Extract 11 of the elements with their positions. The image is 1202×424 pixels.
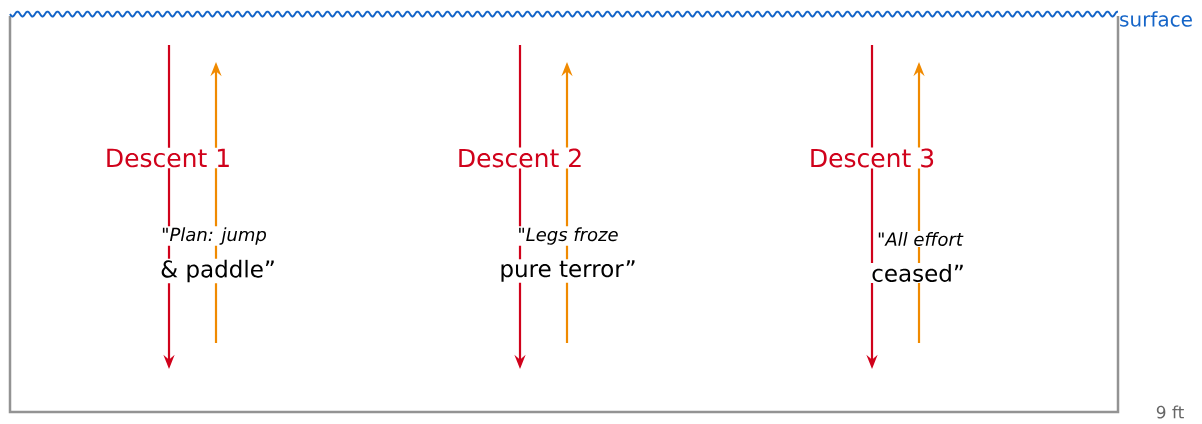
quote-text: & paddle” bbox=[159, 258, 277, 284]
depth-label: 9 ft bbox=[1156, 405, 1184, 419]
quote-text: "Legs froze bbox=[516, 226, 620, 246]
surface-label: surface bbox=[1120, 11, 1192, 27]
quote-text: ceased” bbox=[870, 263, 966, 283]
quote-text: "All effort bbox=[876, 231, 964, 247]
descent-label: Descent 3 bbox=[807, 147, 937, 169]
quote-text: "Plan: jump bbox=[160, 226, 268, 246]
descent-label: Descent 2 bbox=[455, 147, 585, 169]
quote-text: pure terror” bbox=[498, 259, 638, 283]
descent-label: Descent 1 bbox=[103, 147, 233, 169]
